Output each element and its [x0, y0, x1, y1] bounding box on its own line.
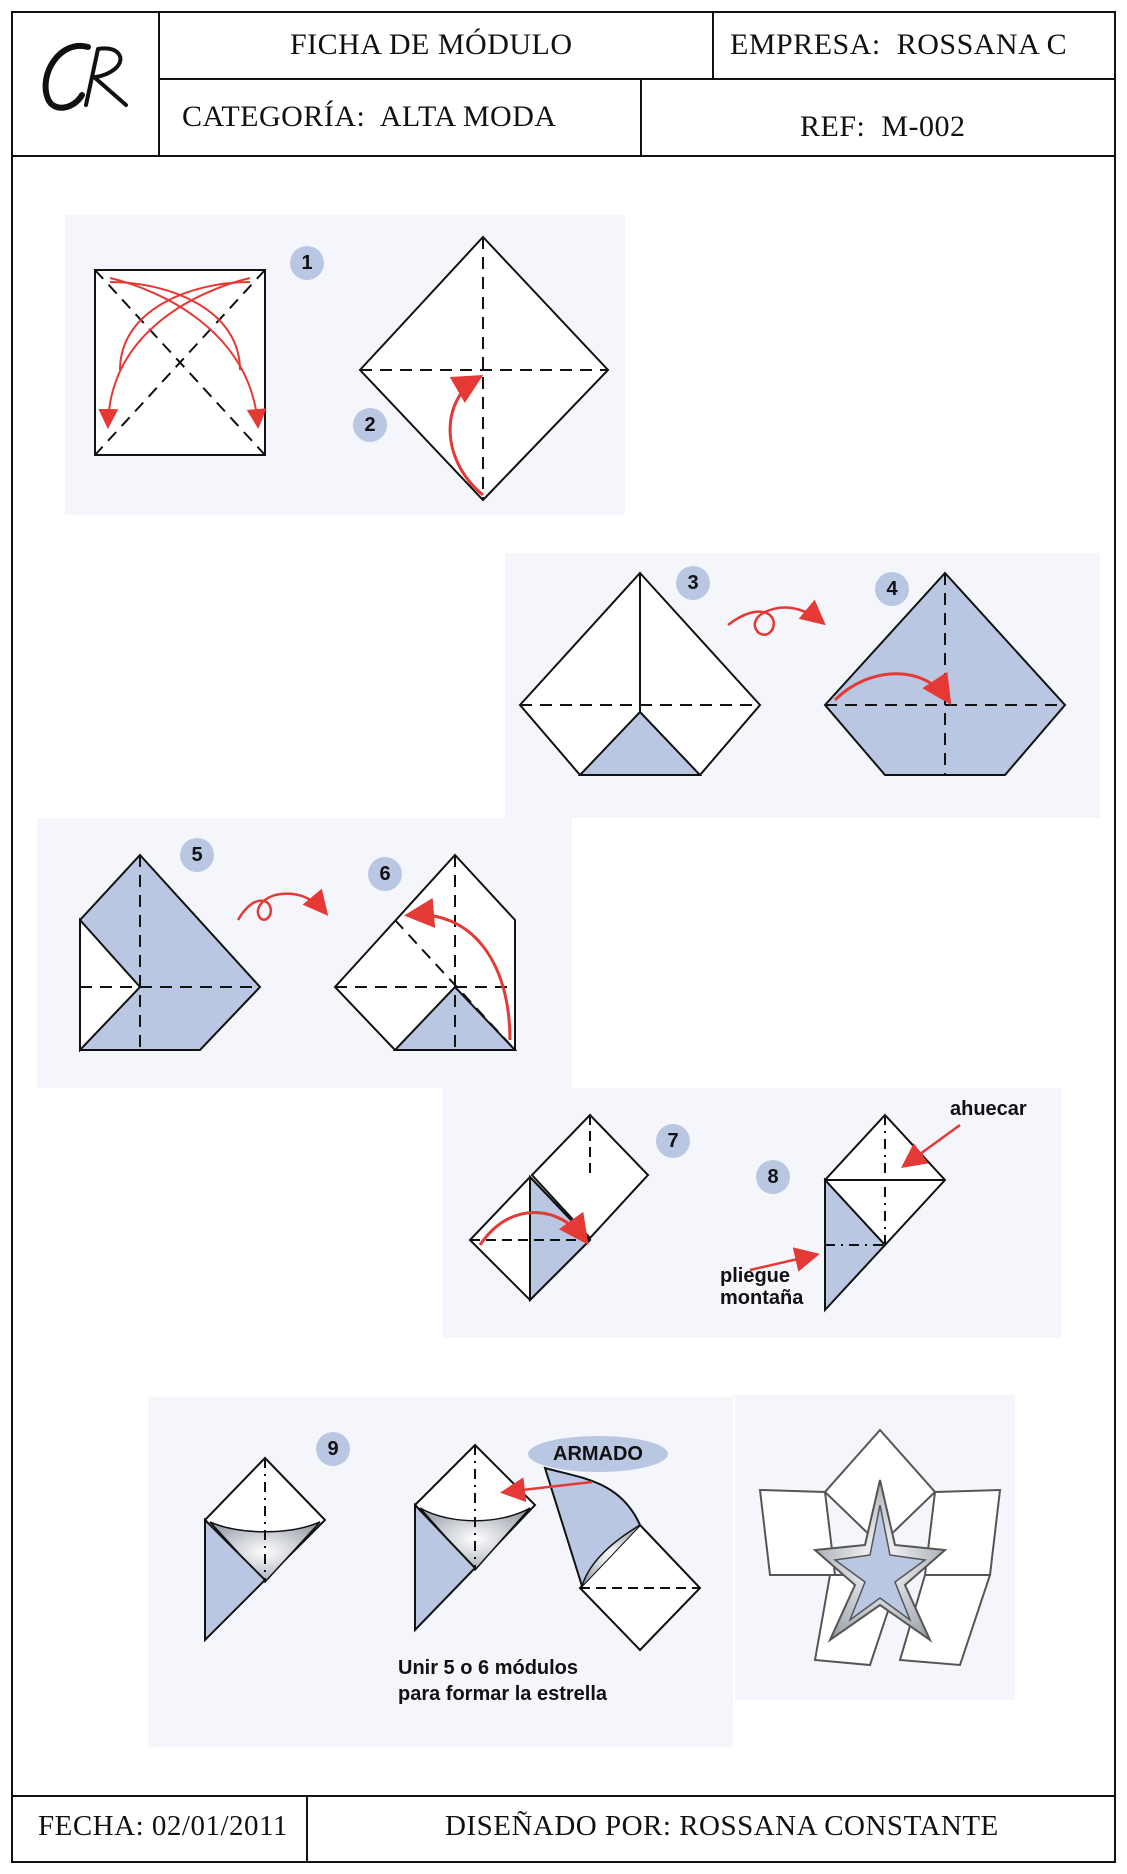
mountain-fold-line-1: pliegue	[720, 1265, 791, 1287]
step-badge-9: 9	[316, 1432, 350, 1466]
step-badge-8: 8	[756, 1160, 790, 1194]
company-field: EMPRESA: ROSSANA C	[730, 28, 1067, 62]
designer-value: ROSSANA CONSTANTE	[679, 1810, 999, 1842]
step-number: 6	[379, 862, 391, 885]
join-line-2: para formar la estrella	[398, 1683, 607, 1705]
step-9-diagram	[203, 1456, 327, 1643]
logo	[30, 35, 140, 125]
header-divider-bottom	[11, 155, 1116, 157]
step-6-diagram	[333, 853, 518, 1051]
step-7-diagram	[468, 1113, 650, 1303]
company-divider	[712, 11, 714, 79]
step-3-diagram	[518, 571, 826, 776]
company-value: ROSSANA C	[896, 28, 1068, 61]
step-badge-6: 6	[368, 857, 402, 891]
category-value: ALTA MODA	[379, 100, 557, 133]
step-number: 9	[327, 1437, 339, 1460]
page-frame	[11, 11, 1116, 1863]
page-title: FICHA DE MÓDULO	[290, 28, 573, 61]
join-line-1: Unir 5 o 6 módulos	[398, 1657, 579, 1679]
step-badge-5: 5	[180, 838, 214, 872]
step-2-diagram	[358, 235, 610, 502]
header-divider-top	[160, 78, 1116, 80]
step-8-diagram	[749, 1113, 961, 1313]
step-number: 4	[886, 577, 898, 600]
step-badge-3: 3	[676, 566, 710, 600]
step-number: 3	[687, 571, 699, 594]
company-label: EMPRESA:	[730, 28, 881, 61]
date-label: FECHA:	[38, 1810, 145, 1842]
category-label: CATEGORÍA:	[182, 100, 366, 133]
date-field: FECHA: 02/01/2011	[38, 1810, 288, 1843]
step-number: 8	[767, 1165, 779, 1188]
mountain-fold-line-2: montaña	[720, 1287, 804, 1309]
footer-divider	[11, 1795, 1116, 1797]
date-value: 02/01/2011	[151, 1810, 288, 1842]
ref-label: REF:	[800, 110, 866, 143]
hollow-label: ahuecar	[950, 1098, 1027, 1120]
assembly-badge: ARMADO	[528, 1436, 668, 1472]
designer-label: DISEÑADO POR:	[445, 1810, 672, 1842]
ref-divider	[640, 79, 642, 156]
step-badge-4: 4	[875, 572, 909, 606]
logo-divider	[158, 11, 160, 157]
ref-field: REF: M-002	[800, 110, 966, 144]
star-assembly-diagram	[758, 1428, 1002, 1667]
step-number: 2	[364, 413, 376, 436]
step-number: 7	[667, 1129, 679, 1152]
step-4-diagram	[823, 571, 1067, 776]
designer-field: DISEÑADO POR: ROSSANA CONSTANTE	[445, 1810, 999, 1843]
ref-value: M-002	[881, 110, 966, 143]
mountain-fold-label: pliegue montaña	[720, 1265, 803, 1309]
assembly-label: ARMADO	[553, 1442, 643, 1465]
step-badge-7: 7	[656, 1124, 690, 1158]
step-1-diagram	[94, 269, 267, 456]
category-field: CATEGORÍA: ALTA MODA	[182, 100, 557, 134]
assembly-diagram	[413, 1443, 702, 1652]
join-instruction: Unir 5 o 6 módulos para formar la estrel…	[398, 1655, 607, 1707]
step-badge-2: 2	[353, 408, 387, 442]
step-number: 1	[301, 251, 313, 274]
footer-cell-divider	[306, 1795, 308, 1863]
step-badge-1: 1	[290, 246, 324, 280]
step-5-diagram	[79, 853, 329, 1053]
step-number: 5	[191, 843, 203, 866]
